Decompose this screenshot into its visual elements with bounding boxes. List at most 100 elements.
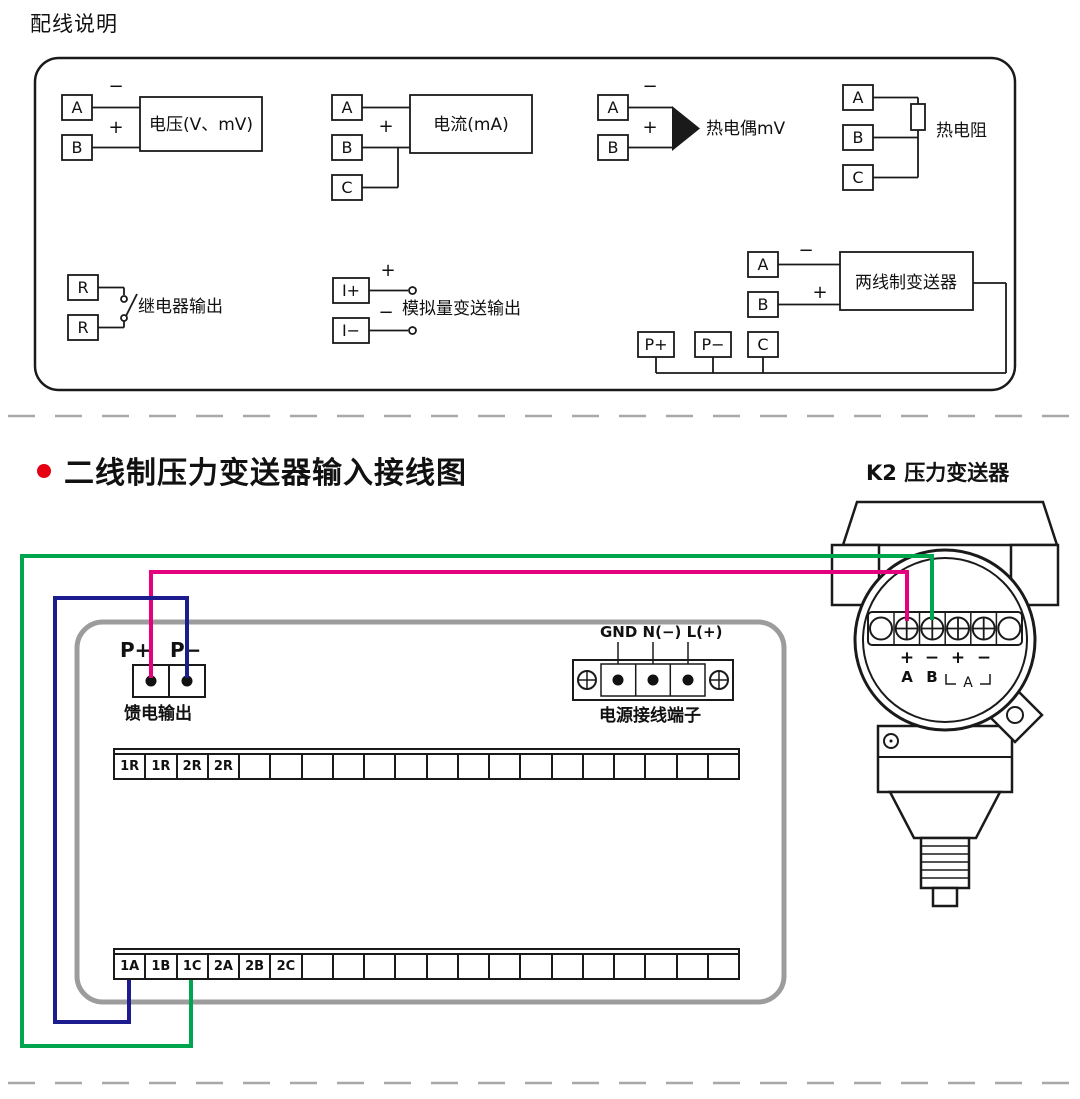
legend-border	[33, 56, 1017, 392]
analog-output-diagram	[332, 277, 417, 344]
terminal-b-label: B	[72, 138, 83, 157]
terminal-b-label: B	[853, 128, 864, 147]
current-input-diagram	[331, 94, 533, 201]
power-terminal-block	[572, 642, 734, 701]
terminal-iminus-label: I−	[342, 321, 360, 340]
hex-nut	[887, 790, 1003, 840]
terminal-cell: 1R	[115, 755, 147, 778]
terminal-cell	[303, 955, 334, 978]
strip-band	[115, 750, 738, 755]
terminal-pminus-label: P−	[701, 335, 724, 354]
relay-output-diagram	[67, 274, 138, 341]
terminal-cell	[709, 755, 738, 778]
green-wire	[20, 554, 934, 1048]
terminal-cell: 2R	[178, 755, 209, 778]
strip-band	[115, 950, 738, 955]
terminal-a-label: A	[342, 98, 353, 117]
minus-sign: −	[108, 76, 123, 97]
transmitter-face-inner	[862, 557, 1028, 723]
terminal-letter-a: A	[901, 668, 913, 686]
terminal-cell	[271, 755, 303, 778]
transmitter-body	[876, 724, 1014, 794]
terminal-cell	[396, 755, 428, 778]
terminal-cell	[521, 955, 553, 978]
terminal-cell	[584, 955, 615, 978]
plus-sign: +	[380, 260, 395, 281]
terminal-cell	[365, 955, 397, 978]
resistor-icon	[910, 103, 926, 131]
main-wiring-diagram: P+ P− 馈电输出 GND N	[20, 500, 1060, 1048]
terminal-cell: 2C	[271, 955, 303, 978]
terminal-sign: −	[977, 648, 991, 668]
mount-screw-icon	[869, 616, 893, 641]
terminal-cell	[428, 755, 459, 778]
terminal-cell	[709, 955, 738, 978]
stem-tip	[931, 886, 959, 908]
terminal-c-label: C	[341, 178, 352, 197]
terminal-cell: 1B	[146, 955, 178, 978]
transmitter-cap	[841, 500, 1059, 547]
terminal-pplus-label: P+	[644, 335, 667, 354]
feed-output-caption: 馈电输出	[124, 703, 192, 724]
power-terminal-labels: GND N(−) L(+)	[600, 623, 722, 641]
terminal-cell	[584, 755, 615, 778]
terminal-cell	[521, 755, 553, 778]
terminal-a-label: A	[853, 88, 864, 107]
relay-output-label: 继电器输出	[138, 297, 223, 317]
terminal-cell	[334, 955, 365, 978]
terminal-b-label: B	[758, 295, 769, 314]
terminal-cell: 2R	[209, 755, 240, 778]
thermocouple-label: 热电偶mV	[706, 119, 786, 139]
terminal-sign: +	[900, 648, 914, 668]
device-rear-panel	[74, 619, 787, 1005]
plus-sign: +	[378, 116, 393, 137]
terminal-cell	[646, 755, 678, 778]
terminal-a-label: A	[758, 255, 769, 274]
terminal-a-label: A	[608, 98, 619, 117]
voltage-label: 电压(V、mV)	[149, 115, 253, 135]
rtd-label: 热电阻	[936, 121, 987, 141]
mount-screw-icon	[997, 616, 1022, 641]
thermocouple-junction-icon	[672, 106, 700, 151]
terminal-sign: −	[925, 648, 939, 668]
blue-wire	[53, 596, 189, 1024]
minus-sign: −	[798, 240, 813, 261]
bracket-right	[980, 674, 991, 685]
analog-output-label: 模拟量变送输出	[402, 299, 521, 319]
wiring-legend: A B − + 电压(V、mV) A B C + 电流(mA)	[33, 56, 1017, 392]
terminal-cell	[459, 955, 490, 978]
plus-sign: +	[642, 117, 657, 138]
switch-blade-icon	[125, 293, 138, 317]
terminal-cell	[615, 755, 647, 778]
terminal-cell	[678, 955, 709, 978]
plus-sign: +	[108, 117, 123, 138]
terminal-sign: +	[951, 648, 965, 668]
k2-transmitter-title: K2 压力变送器	[866, 461, 1010, 485]
power-terminal-caption: 电源接线端子	[599, 705, 701, 726]
terminal-r1-label: R	[77, 278, 88, 297]
plus-sign: +	[812, 282, 827, 303]
terminal-cell: 1A	[115, 955, 147, 978]
terminal-iplus-label: I+	[342, 281, 360, 300]
section1-title: 配线说明	[30, 12, 118, 36]
terminal-cell: 2A	[209, 955, 240, 978]
feed-pplus-label: P+	[120, 638, 151, 662]
terminal-cell	[553, 755, 584, 778]
terminal-cell	[365, 755, 397, 778]
terminal-r2-label: R	[77, 318, 88, 337]
terminal-letter-b: B	[926, 668, 937, 686]
minus-sign: −	[642, 76, 657, 97]
terminal-cell: 1R	[146, 755, 178, 778]
terminal-b-label: B	[608, 138, 619, 157]
two-wire-transmitter-diagram	[637, 251, 1007, 374]
terminal-cell	[396, 955, 428, 978]
terminal-cell	[490, 955, 522, 978]
bullet-icon	[37, 464, 51, 478]
terminal-cell: 1C	[178, 955, 209, 978]
two-wire-transmitter-label: 两线制变送器	[855, 273, 957, 293]
terminal-cell	[553, 955, 584, 978]
